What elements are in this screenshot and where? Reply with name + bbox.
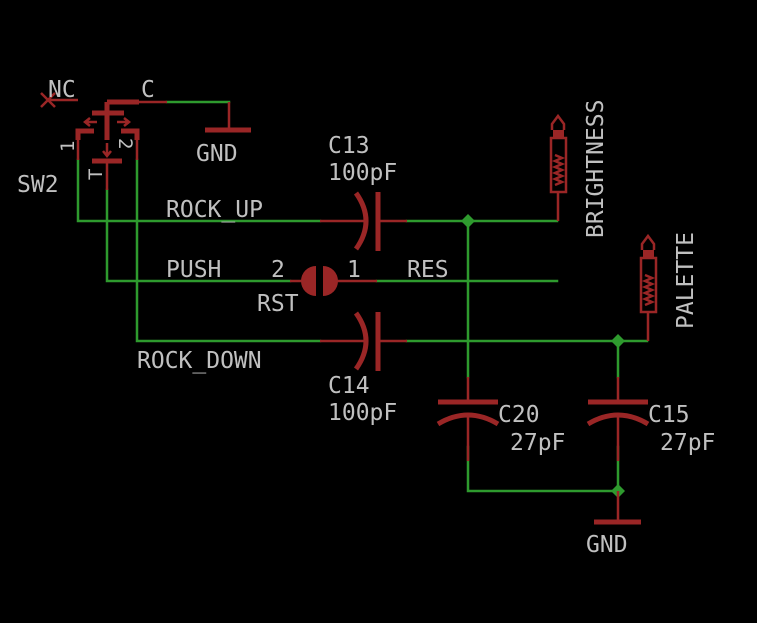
capacitor-c13[interactable]: C13 100pF	[320, 133, 407, 251]
junctions	[461, 214, 625, 498]
c20-name: C20	[498, 402, 540, 428]
arrow-right-icon	[117, 117, 132, 127]
switch-pin-1-label: 1	[57, 141, 79, 152]
rst-pin-2-label: 2	[271, 257, 285, 283]
capacitor-c14[interactable]: C14 100pF	[320, 311, 407, 426]
c14-name: C14	[328, 373, 370, 399]
jumper-rst[interactable]: 2 1 RST	[257, 257, 377, 317]
rst-pin-1-label: 1	[347, 257, 361, 283]
gnd-top[interactable]: GND	[196, 102, 251, 167]
c15-value: 27pF	[660, 430, 715, 456]
rst-name: RST	[257, 291, 299, 317]
gnd-bottom[interactable]: GND	[586, 491, 641, 558]
testpoint-brightness[interactable]: BRIGHTNESS	[549, 100, 609, 238]
pin-2-contact	[121, 128, 140, 140]
wire-push[interactable]	[105, 188, 292, 283]
rst-pad-left	[301, 266, 316, 296]
wire-rock-down[interactable]	[135, 158, 322, 343]
pin-1-contact	[75, 128, 94, 140]
switch-c-label: C	[141, 77, 155, 103]
c14-value: 100pF	[328, 400, 397, 426]
palette-collar	[643, 250, 654, 258]
switch-sw2[interactable]: NC C 1 2 T SW2	[17, 77, 167, 198]
wire-c20-bottom[interactable]	[466, 445, 620, 493]
c13-value: 100pF	[328, 160, 397, 186]
brightness-label: BRIGHTNESS	[583, 100, 609, 238]
c14-curved-plate	[353, 311, 369, 371]
palette-tip-icon	[640, 233, 656, 250]
net-label-rock-down: ROCK_DOWN	[137, 348, 262, 374]
capacitor-c15[interactable]: C15 27pF	[586, 377, 715, 461]
palette-label: PALETTE	[673, 232, 699, 329]
net-label-rock-up: ROCK_UP	[166, 197, 263, 223]
testpoint-palette[interactable]: PALETTE	[639, 232, 699, 341]
junction-dot	[461, 214, 475, 228]
gnd-bottom-label: GND	[586, 532, 628, 558]
gnd-label: GND	[196, 141, 238, 167]
net-label-push: PUSH	[166, 257, 221, 283]
net-label-res: RES	[407, 257, 449, 283]
brightness-spring-icon	[551, 153, 566, 187]
wire-rock-up[interactable]	[76, 158, 322, 223]
palette-spring-icon	[641, 273, 656, 307]
capacitor-c20[interactable]: C20 27pF	[436, 377, 565, 461]
c15-name: C15	[648, 402, 690, 428]
rst-pad-right	[323, 266, 338, 296]
arrow-left-icon	[82, 117, 97, 127]
brightness-tip-icon	[550, 113, 566, 130]
switch-nc-label: NC	[48, 77, 76, 103]
switch-pin-2-label: 2	[114, 138, 136, 149]
brightness-collar	[553, 130, 564, 138]
c13-curved-plate	[353, 191, 369, 251]
junction-dot	[611, 334, 625, 348]
switch-name-label: SW2	[17, 172, 59, 198]
c13-name: C13	[328, 133, 370, 159]
arrow-down-icon	[102, 143, 112, 159]
c20-value: 27pF	[510, 430, 565, 456]
switch-pin-t-label: T	[85, 169, 107, 180]
